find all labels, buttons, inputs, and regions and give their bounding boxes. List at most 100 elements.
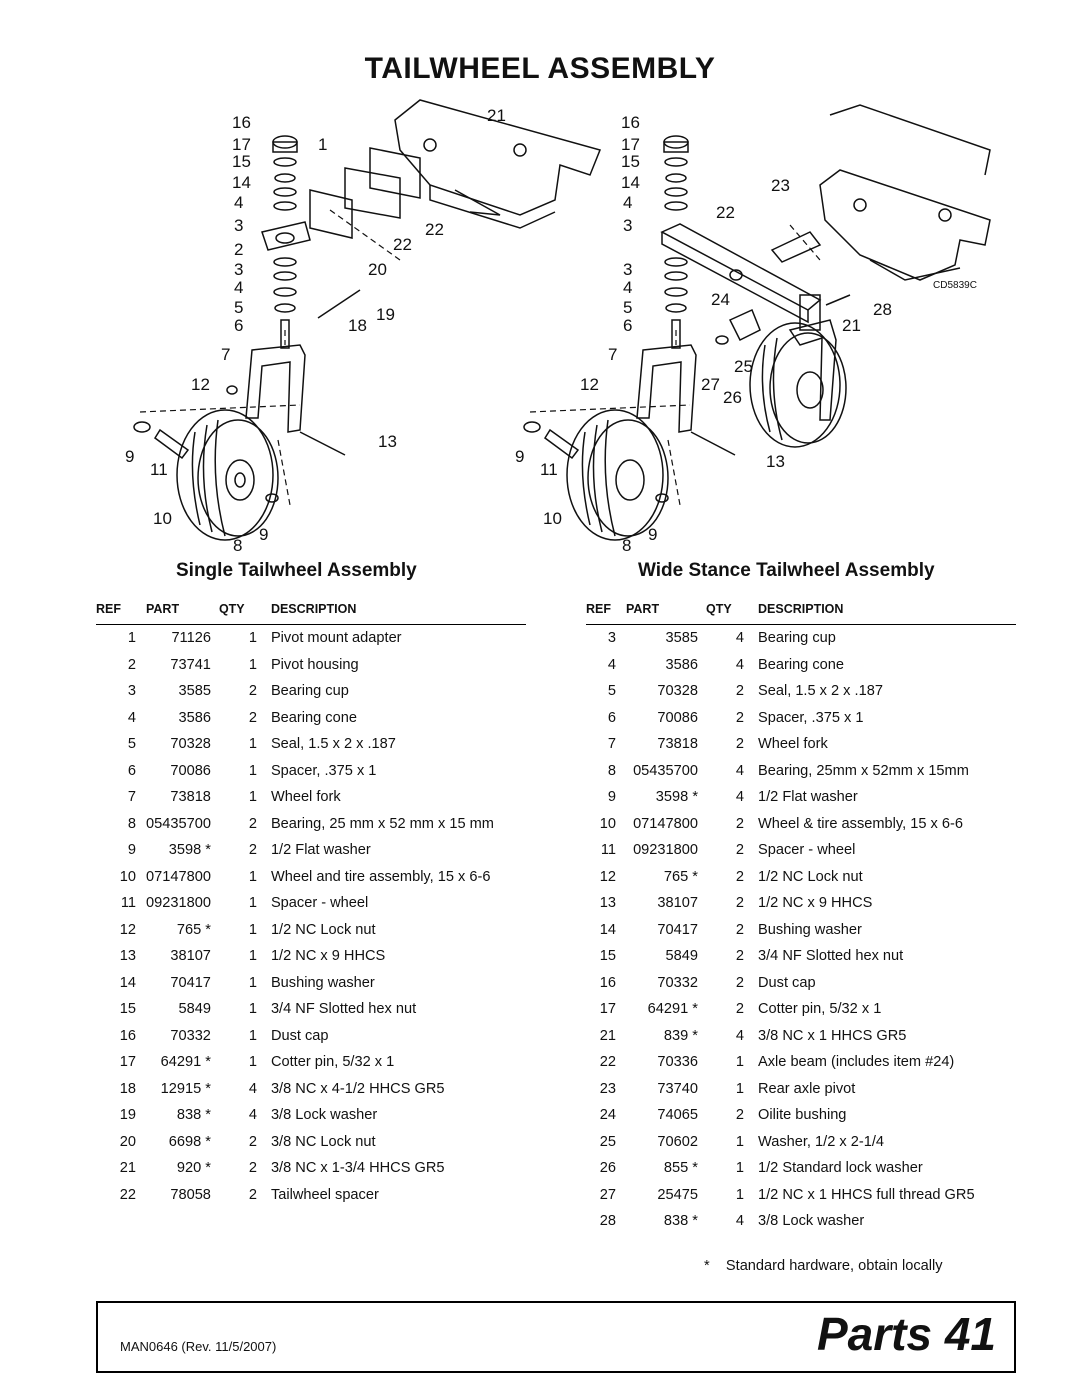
ref-cell: 22 — [599, 1054, 616, 1071]
callout: 19 — [376, 305, 395, 324]
ref-cell: 3 — [607, 630, 616, 647]
right-wheel-fork — [636, 344, 697, 433]
description-cell: Tailwheel spacer — [270, 1186, 379, 1203]
qty-cell: 4 — [735, 630, 744, 647]
description-cell: 3/8 Lock washer — [270, 1107, 378, 1124]
manual-revision: MAN0646 (Rev. 11/5/2007) — [120, 1339, 277, 1354]
page-title: TAILWHEEL ASSEMBLY — [364, 52, 716, 85]
ref-header: REF — [586, 600, 626, 625]
part-cell: 3586 — [665, 656, 698, 673]
callout: 21 — [842, 316, 861, 335]
qty-cell: 4 — [248, 1080, 257, 1097]
description-header: DESCRIPTION — [270, 600, 526, 625]
description-cell: Cotter pin, 5/32 x 1 — [758, 1001, 882, 1018]
callout: 3 — [623, 260, 632, 279]
part-cell: 71126 — [171, 630, 211, 647]
description-cell: Spacer, .375 x 1 — [270, 762, 377, 779]
callout: 6 — [623, 316, 632, 335]
ref-cell: 12 — [599, 868, 616, 885]
callout: 14 — [621, 173, 640, 192]
part-cell: 64291 * — [647, 1001, 698, 1018]
qty-cell: 1 — [248, 736, 257, 753]
table-header-row: REF PART QTY DESCRIPTION — [586, 600, 1016, 625]
qty-cell: 1 — [248, 868, 257, 885]
description-cell: Washer, 1/2 x 2-1/4 — [758, 1133, 884, 1150]
description-cell: 3/8 NC x 4-1/2 HHCS GR5 — [270, 1080, 445, 1097]
qty-cell: 1 — [248, 1001, 257, 1018]
description-cell: Wheel fork — [270, 789, 341, 806]
right-hardware — [523, 294, 851, 503]
description-cell: Wheel fork — [758, 736, 828, 753]
callout: 14 — [232, 173, 251, 192]
qty-cell: 2 — [735, 1001, 744, 1018]
part-cell: 3585 — [665, 630, 698, 647]
callout: 8 — [622, 536, 631, 555]
description-cell: Bearing, 25 mm x 52 mm x 15 mm — [270, 815, 494, 832]
ref-cell: 19 — [119, 1107, 136, 1124]
footnote-text: Standard hardware, obtain locally — [725, 1258, 943, 1274]
ref-cell: 17 — [599, 1001, 616, 1018]
ref-cell: 22 — [119, 1186, 136, 1203]
part-cell: 73740 — [657, 1080, 698, 1097]
drawing-code: CD5839C — [933, 280, 977, 291]
part-cell: 25475 — [657, 1186, 698, 1203]
description-cell: Bearing cone — [758, 656, 845, 673]
part-cell: 6698 * — [168, 1133, 211, 1150]
qty-cell: 4 — [248, 1107, 257, 1124]
part-cell: 73818 — [657, 736, 698, 753]
ref-cell: 9 — [127, 842, 136, 859]
callout: 3 — [234, 260, 243, 279]
description-cell: 1/2 NC Lock nut — [270, 921, 376, 938]
qty-cell: 2 — [735, 895, 744, 912]
callout: 22 — [393, 235, 412, 254]
description-cell: Rear axle pivot — [758, 1080, 856, 1097]
description-cell: Pivot housing — [270, 656, 359, 673]
part-cell: 70417 — [657, 921, 698, 938]
ref-cell: 17 — [119, 1054, 136, 1071]
right-bearing-stack — [663, 135, 689, 349]
part-cell: 765 * — [176, 921, 211, 938]
page-label: Parts 41 — [816, 1308, 996, 1360]
description-cell: 3/8 NC x 1-3/4 HHCS GR5 — [270, 1160, 445, 1177]
qty-cell: 1 — [248, 1027, 257, 1044]
description-cell: 3/8 Lock washer — [758, 1213, 865, 1230]
callout: 11 — [540, 460, 558, 479]
ref-header: REF — [96, 600, 146, 625]
description-cell: Bearing, 25mm x 52mm x 15mm — [758, 762, 969, 779]
description-cell: Spacer - wheel — [758, 842, 856, 859]
qty-cell: 1 — [248, 921, 257, 938]
callout: 11 — [150, 460, 168, 479]
left-plates-drawing — [309, 147, 421, 239]
callout: 9 — [125, 447, 134, 466]
description-cell: Wheel & tire assembly, 15 x 6-6 — [758, 815, 963, 832]
ref-cell: 14 — [119, 974, 136, 991]
qty-cell: 1 — [248, 974, 257, 991]
part-cell: 855 * — [663, 1160, 698, 1177]
part-cell: 70332 — [170, 1027, 211, 1044]
part-cell: 70086 — [657, 709, 698, 726]
callout: 9 — [259, 525, 268, 544]
callout: 12 — [191, 375, 210, 394]
qty-cell: 2 — [735, 709, 744, 726]
part-cell: 38107 — [657, 895, 698, 912]
description-cell: Bearing cup — [758, 630, 836, 647]
callout: 13 — [378, 432, 397, 451]
ref-cell: 21 — [599, 1027, 616, 1044]
